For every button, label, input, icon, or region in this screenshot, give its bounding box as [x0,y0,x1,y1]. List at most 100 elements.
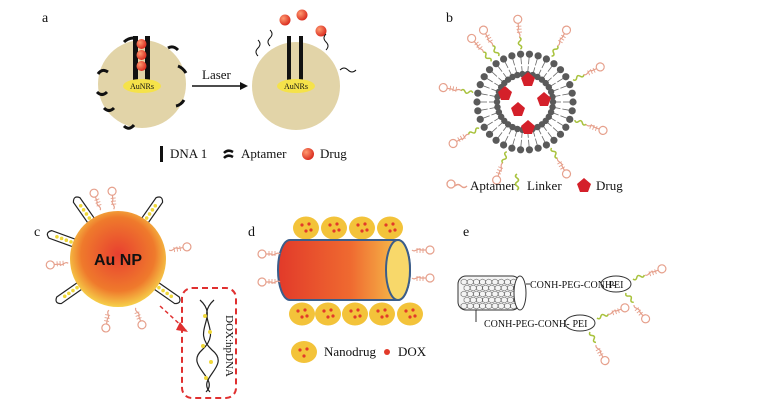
drug-pentagon [537,92,551,106]
lipid-head [556,66,565,74]
aptamer [607,303,630,316]
nanodrug [315,302,341,326]
lipid-head [473,98,481,106]
aptamer [585,123,608,135]
lipid-head [500,55,508,63]
drug-ball [136,39,147,49]
lipid-head [534,52,542,60]
aunrs-core [277,79,315,93]
lipid-head [568,89,576,97]
carbon-nanotube [457,275,527,311]
linker-legend-label: Linker [527,178,562,193]
aptamer-mark [167,45,180,52]
drug-pentagon [498,86,512,100]
aptamer-legend-icon [223,149,234,159]
pei-bottom [564,314,596,332]
aunrs-core [123,79,161,93]
lipid-head [547,88,555,96]
lipid-head [485,130,494,138]
aptamer-mark [175,99,186,108]
linker-top-label: CONH-PEG-CONH- [530,280,616,291]
liposome [438,14,608,185]
dna-strand [299,36,303,84]
nanodrug [397,302,423,326]
lipid-head [495,108,503,116]
aptamer [257,277,281,287]
dox-hpdna-arm [72,196,97,226]
nanodrug [342,302,368,326]
aptamer [557,25,572,47]
linker [572,74,585,81]
linker [460,88,474,94]
lipid-head [549,98,557,106]
drug-pentagon [511,102,525,116]
dna-legend-label: DNA 1 [170,146,207,161]
aptamer [492,162,504,185]
nanodrug [321,216,347,240]
aptamer [513,14,523,38]
lipid-head [566,81,574,89]
released-aptamer [255,39,261,57]
aptamer [595,344,610,366]
nanodrug [377,216,403,240]
released-aptamer [267,29,273,47]
lipid-head [492,60,500,68]
aptamer [107,186,117,210]
aptamer [556,158,572,179]
panel-b: b Aptamer Linker Drug [438,11,623,193]
panel-c-letter: c [34,225,40,240]
pei-top [600,275,632,293]
nanodrug [289,302,315,326]
linker [625,292,634,303]
au-nanoparticle [70,211,166,307]
aptamer [45,260,69,270]
aptamer-mark [177,64,188,74]
dox-legend-icon [384,349,390,355]
linker-bottom-label: CONH-PEG-CONH- [484,319,570,330]
aptamer [101,309,111,333]
aptamer [134,307,147,330]
nanodrug-legend-icon [291,341,317,363]
linker-legend-icon [514,173,520,191]
drug-pentagon [521,120,535,134]
pei-top-label: PEI [609,280,624,291]
drug-legend-label: Drug [596,178,623,193]
lipid-head [569,98,577,106]
lipid-head [534,123,541,131]
lipid-head [556,130,565,138]
aptamer-mark [102,106,116,112]
aptamer-legend-label: Aptamer [241,146,287,161]
linker [574,119,587,126]
laser-label: Laser [202,67,232,82]
panel-a: a AuNRs Laser [42,9,357,162]
panel-a-sphere-after: AuNRs [252,9,357,130]
dox-hpdna-arms [46,196,181,305]
panel-d: d Nanodrug DOX [248,216,435,363]
dna-strand [145,36,150,82]
linker [492,44,500,57]
dna-legend-icon [160,146,163,162]
nanodrug [293,216,319,240]
drug-pentagon [521,72,535,86]
inset-box [181,287,237,399]
lipid-head [542,141,550,149]
nanodrug-row-top [293,216,403,240]
nanodrug-row-bottom [289,302,423,326]
aptamer-legend-icon [446,179,468,189]
aptamer [411,273,435,283]
lipid-head [516,50,525,58]
lipid-head [525,50,534,58]
lipid-head [514,125,521,133]
linker [467,127,480,135]
drug-legend-icon [577,178,591,192]
aptamer [438,82,462,93]
dox-hpdna-arm [55,280,85,305]
dox-hpdna-arm [46,229,79,249]
inset-label: DOX:hpDNA [223,315,235,377]
lipid-head [549,103,556,111]
dna-helix [196,299,219,393]
lipid-head [492,136,500,144]
lipid-head [542,55,550,63]
laser-arrowhead [240,82,248,90]
released-drug [279,14,291,26]
